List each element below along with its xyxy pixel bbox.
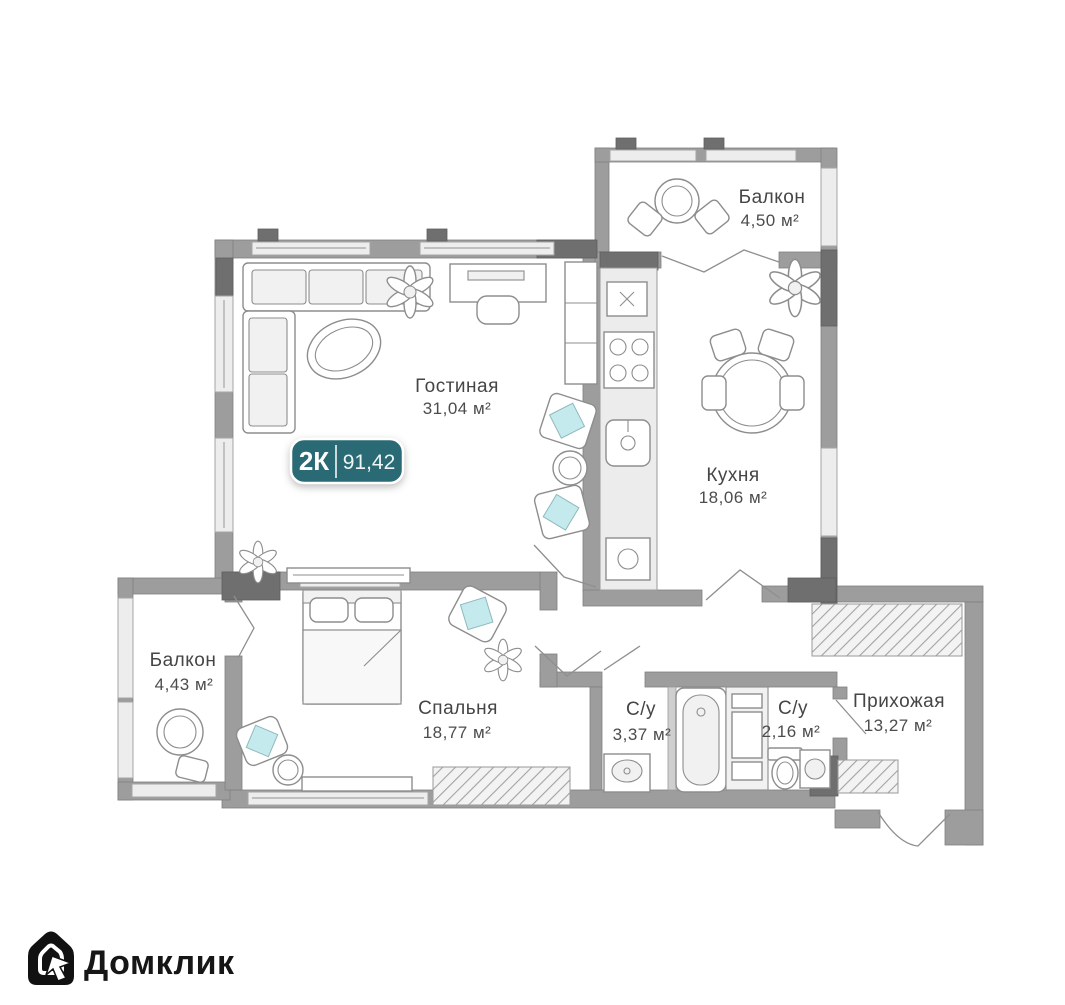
technical-shaft (725, 686, 769, 791)
entrance-door (877, 811, 951, 847)
armchair (539, 392, 597, 450)
room-name: Кухня (706, 465, 759, 486)
desk (449, 263, 547, 325)
room-label-living: Гостиная 31,04 м² (415, 376, 499, 418)
kitchen-sink (605, 419, 651, 467)
balcony-table-set (627, 178, 730, 237)
room-area: 13,27 м² (864, 716, 933, 735)
plant-icon (482, 638, 524, 682)
logo-text: Домклик (84, 944, 235, 982)
room-label-kitchen: Кухня 18,06 м² (699, 465, 768, 507)
round-table (272, 754, 304, 786)
toilet (767, 747, 803, 790)
balcony-table-set (156, 708, 209, 783)
corner-sofa (242, 262, 431, 434)
room-area: 18,06 м² (699, 488, 768, 507)
dresser (301, 776, 413, 792)
bathtub (675, 687, 727, 793)
armchair (533, 484, 591, 540)
room-label-bedroom: Спальня 18,77 м² (418, 698, 498, 742)
room-name: Спальня (418, 698, 498, 719)
room-label-hallway: Прихожая 13,27 м² (853, 691, 945, 735)
room-name: С/у (778, 698, 808, 719)
windows-layer (117, 149, 838, 806)
armchair (448, 585, 507, 643)
washbasin (603, 753, 651, 793)
tv-stand (286, 567, 411, 584)
room-area: 4,43 м² (155, 675, 214, 694)
room-label-balcony-left: Балкон 4,43 м² (150, 650, 217, 694)
room-area: 3,37 м² (613, 725, 672, 744)
chair (235, 715, 289, 767)
room-label-balcony-top: Балкон 4,50 м² (739, 187, 806, 230)
washing-machine (799, 749, 831, 789)
badge-total-area: 91,42 (343, 451, 396, 474)
bed (302, 589, 402, 705)
badge-background (289, 437, 405, 485)
wardrobe (837, 759, 899, 794)
room-label-bath-1: С/у 3,37 м² (613, 699, 672, 744)
room-name: Балкон (150, 650, 217, 671)
room-area: 4,50 м² (741, 211, 800, 230)
dining-table (701, 328, 805, 434)
shelf-unit (564, 261, 598, 385)
dishwasher (605, 537, 651, 581)
room-name: Гостиная (415, 376, 499, 397)
kitchen-counter (599, 267, 658, 591)
room-area: 18,77 м² (423, 723, 492, 742)
badge-rooms-label: 2К (299, 446, 329, 476)
room-name: Прихожая (853, 691, 945, 712)
room-name: С/у (626, 699, 656, 720)
side-table (552, 450, 588, 486)
apartment-badge: 2К 91,42 (289, 437, 405, 485)
room-area: 2,16 м² (762, 722, 821, 741)
house-icon (28, 931, 74, 985)
room-label-bath-2: С/у 2,16 м² (762, 698, 821, 741)
doors-layer (233, 249, 951, 847)
domclick-logo: Домклик (28, 931, 235, 985)
coffee-table (306, 318, 382, 380)
room-name: Балкон (739, 187, 806, 208)
room-area: 31,04 м² (423, 399, 492, 418)
wardrobe (432, 766, 571, 806)
stove (603, 331, 655, 389)
wardrobe (811, 603, 963, 657)
